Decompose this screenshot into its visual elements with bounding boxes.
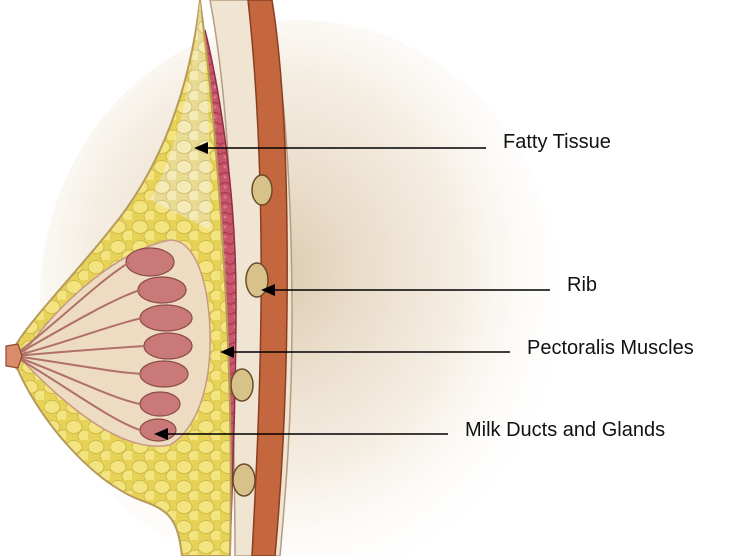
lobule (140, 392, 180, 416)
rib-section (246, 263, 268, 297)
lobule (140, 305, 192, 331)
lobule (140, 361, 188, 387)
nipple (6, 344, 22, 368)
lobule (138, 277, 186, 303)
lobule (140, 419, 176, 441)
label-milk-ducts-and-glands: Milk Ducts and Glands (465, 419, 665, 442)
lobule (126, 248, 174, 276)
label-fatty-tissue: Fatty Tissue (503, 131, 611, 154)
rib-section (252, 175, 272, 205)
rib-section (231, 369, 253, 401)
rib-section (233, 464, 255, 496)
label-pectoralis-muscles: Pectoralis Muscles (527, 337, 694, 360)
label-rib: Rib (567, 274, 597, 297)
lobule (144, 333, 192, 359)
